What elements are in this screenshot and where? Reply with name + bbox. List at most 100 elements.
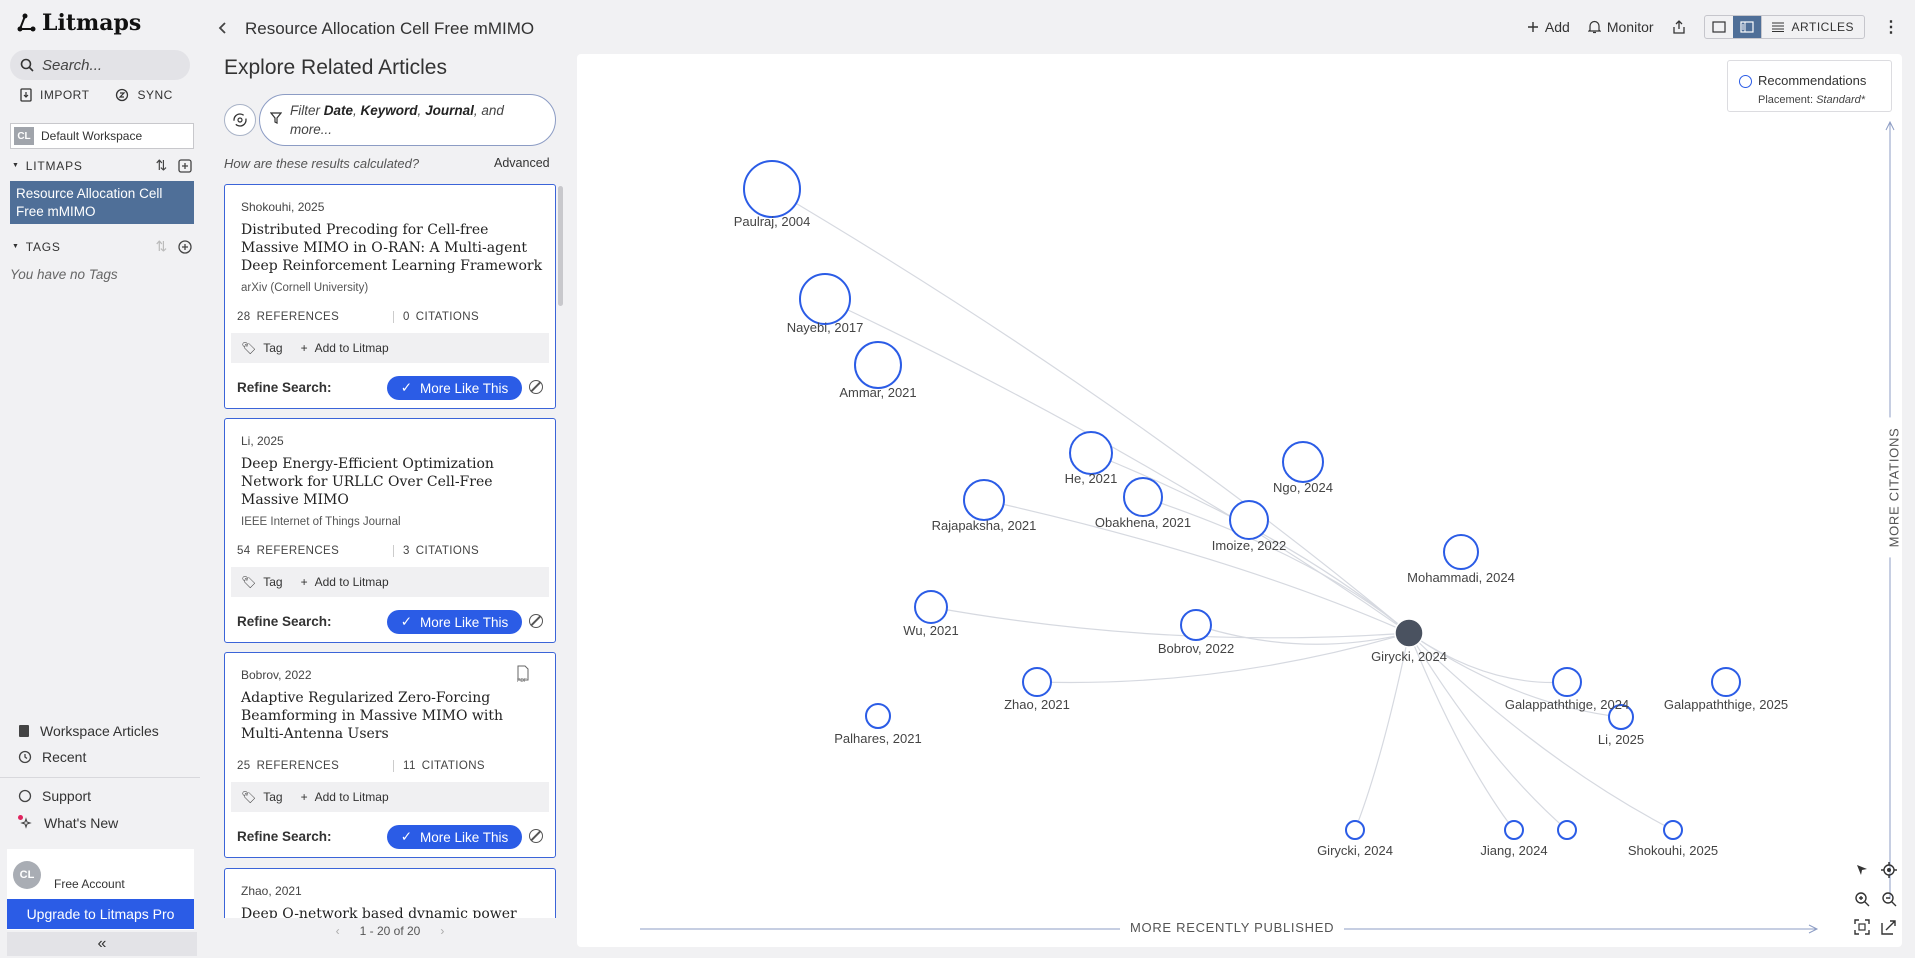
article-journal: arXiv (Cornell University) <box>241 282 369 294</box>
refresh-button[interactable] <box>224 104 256 136</box>
article-node[interactable] <box>1069 431 1113 475</box>
article-node[interactable] <box>1504 820 1524 840</box>
add-to-litmap-button[interactable]: +Add to Litmap <box>301 575 389 589</box>
sidebar-item-workspace-articles[interactable]: Workspace Articles <box>18 723 159 739</box>
article-title[interactable]: Deep Q-network based dynamic power <box>241 906 517 918</box>
sidebar-item-litmap[interactable]: Resource Allocation Cell Free mMIMO <box>10 181 194 224</box>
monitor-button[interactable]: Monitor <box>1587 19 1654 35</box>
article-card[interactable]: Bobrov, 2022 PDF Adaptive Regularized Ze… <box>224 652 556 858</box>
article-title[interactable]: Adaptive Regularized Zero-Forcing Beamfo… <box>241 690 504 742</box>
export-map-icon[interactable] <box>1880 918 1898 936</box>
monitor-label: Monitor <box>1606 19 1654 35</box>
article-node[interactable] <box>1229 500 1269 540</box>
article-node[interactable] <box>1608 704 1634 730</box>
advanced-link[interactable]: Advanced <box>494 156 550 170</box>
more-options-icon[interactable]: ⋮ <box>1883 19 1899 36</box>
node-label: Obakhena, 2021 <box>1095 515 1191 530</box>
article-node[interactable] <box>1443 534 1479 570</box>
article-node[interactable] <box>1282 441 1324 483</box>
upgrade-button[interactable]: Upgrade to Litmaps Pro <box>7 899 194 929</box>
search-placeholder: Search... <box>42 56 103 74</box>
tag-button[interactable]: 🏷Tag <box>241 790 283 804</box>
article-title[interactable]: Distributed Precoding for Cell-free Mass… <box>241 222 543 274</box>
map-view-button[interactable] <box>1705 16 1733 38</box>
sidebar-item-whats-new[interactable]: What's New <box>18 815 118 831</box>
bell-icon <box>1587 20 1601 34</box>
zoom-out-icon[interactable] <box>1880 890 1898 908</box>
tags-section-header[interactable]: ▼ TAGS ⇅ <box>12 238 192 255</box>
add-tag-icon[interactable] <box>178 240 192 254</box>
refine-search-label: Refine Search: <box>237 614 332 629</box>
recommendation-ring-icon <box>1739 75 1752 88</box>
select-cursor-icon[interactable] <box>1853 861 1871 879</box>
workspace-selector[interactable]: CL Default Workspace <box>10 123 194 149</box>
article-node[interactable] <box>1711 667 1741 697</box>
article-node[interactable] <box>1663 820 1683 840</box>
article-node[interactable] <box>854 341 902 389</box>
prev-page-icon[interactable]: ‹ <box>335 924 340 938</box>
pdf-icon[interactable]: PDF <box>515 665 531 685</box>
litmaps-section-header[interactable]: ▼ LITMAPS ⇅ <box>12 157 192 174</box>
back-button[interactable] <box>218 19 228 40</box>
node-label: Girycki, 2024 <box>1371 649 1447 664</box>
import-button[interactable]: IMPORT <box>20 88 89 102</box>
zoom-in-icon[interactable] <box>1853 890 1871 908</box>
tag-button[interactable]: 🏷Tag <box>241 575 283 589</box>
tag-button[interactable]: 🏷Tag <box>241 341 283 355</box>
article-node[interactable] <box>1180 609 1212 641</box>
sidebar-item-recent[interactable]: Recent <box>18 749 86 765</box>
more-like-this-label: More Like This <box>420 829 509 845</box>
logo[interactable]: Litmaps <box>16 10 141 36</box>
check-icon: ✓ <box>400 829 412 844</box>
exclude-icon[interactable] <box>529 380 543 394</box>
sidebar-item-support[interactable]: Support <box>18 788 91 804</box>
filter-journal: Journal <box>425 103 474 118</box>
article-card[interactable]: Zhao, 2021 Deep Q-network based dynamic … <box>224 868 556 918</box>
article-node[interactable] <box>799 273 851 325</box>
article-node[interactable] <box>1123 477 1163 517</box>
exclude-icon[interactable] <box>529 614 543 628</box>
tag-label: Tag <box>263 341 283 355</box>
refine-search-label: Refine Search: <box>237 380 332 395</box>
add-to-litmap-button[interactable]: +Add to Litmap <box>301 341 389 355</box>
article-title[interactable]: Deep Energy-Efficient Optimization Netwo… <box>241 456 494 508</box>
more-like-this-button[interactable]: ✓More Like This <box>387 376 522 400</box>
articles-view-button[interactable]: ARTICLES <box>1760 16 1864 38</box>
add-to-litmap-button[interactable]: +Add to Litmap <box>301 790 389 804</box>
collapse-sidebar-button[interactable]: « <box>7 932 197 956</box>
fit-view-icon[interactable] <box>1853 918 1871 936</box>
more-like-this-button[interactable]: ✓ More Like This <box>387 825 522 849</box>
citation-edge <box>983 499 1410 634</box>
node-label: Girycki, 2024 <box>1317 843 1393 858</box>
sync-button[interactable]: SYNC <box>115 88 172 102</box>
legend[interactable]: Recommendations Placement: Standard* <box>1727 60 1892 112</box>
article-node[interactable] <box>1022 667 1052 697</box>
more-like-this-button[interactable]: ✓More Like This <box>387 610 522 634</box>
sort-icon[interactable]: ⇅ <box>155 157 168 173</box>
search-input[interactable]: Search... <box>10 50 190 80</box>
article-node[interactable] <box>1552 667 1582 697</box>
article-node[interactable] <box>963 479 1005 521</box>
article-node[interactable] <box>1557 820 1577 840</box>
next-page-icon[interactable]: › <box>440 924 445 938</box>
avatar[interactable]: CL <box>13 861 41 889</box>
share-button[interactable] <box>1672 20 1686 34</box>
locate-icon[interactable] <box>1880 861 1898 879</box>
article-node[interactable] <box>865 703 891 729</box>
article-node[interactable] <box>914 590 948 624</box>
exclude-icon[interactable] <box>529 829 543 843</box>
scrollbar[interactable] <box>558 186 563 306</box>
article-node[interactable] <box>743 160 801 218</box>
how-calculated-link[interactable]: How are these results calculated? <box>224 156 420 171</box>
article-card[interactable]: Shokouhi, 2025 Distributed Precoding for… <box>224 184 556 409</box>
article-node[interactable] <box>1345 820 1365 840</box>
seed-article-node[interactable] <box>1394 618 1424 648</box>
filter-button[interactable]: Filter Date, Keyword, Journal, and more.… <box>259 94 556 146</box>
add-litmap-icon[interactable] <box>178 159 192 173</box>
add-button[interactable]: Add <box>1527 19 1570 35</box>
split-view-button[interactable] <box>1732 16 1761 38</box>
article-card[interactable]: Li, 2025 Deep Energy-Efficient Optimizat… <box>224 418 556 643</box>
